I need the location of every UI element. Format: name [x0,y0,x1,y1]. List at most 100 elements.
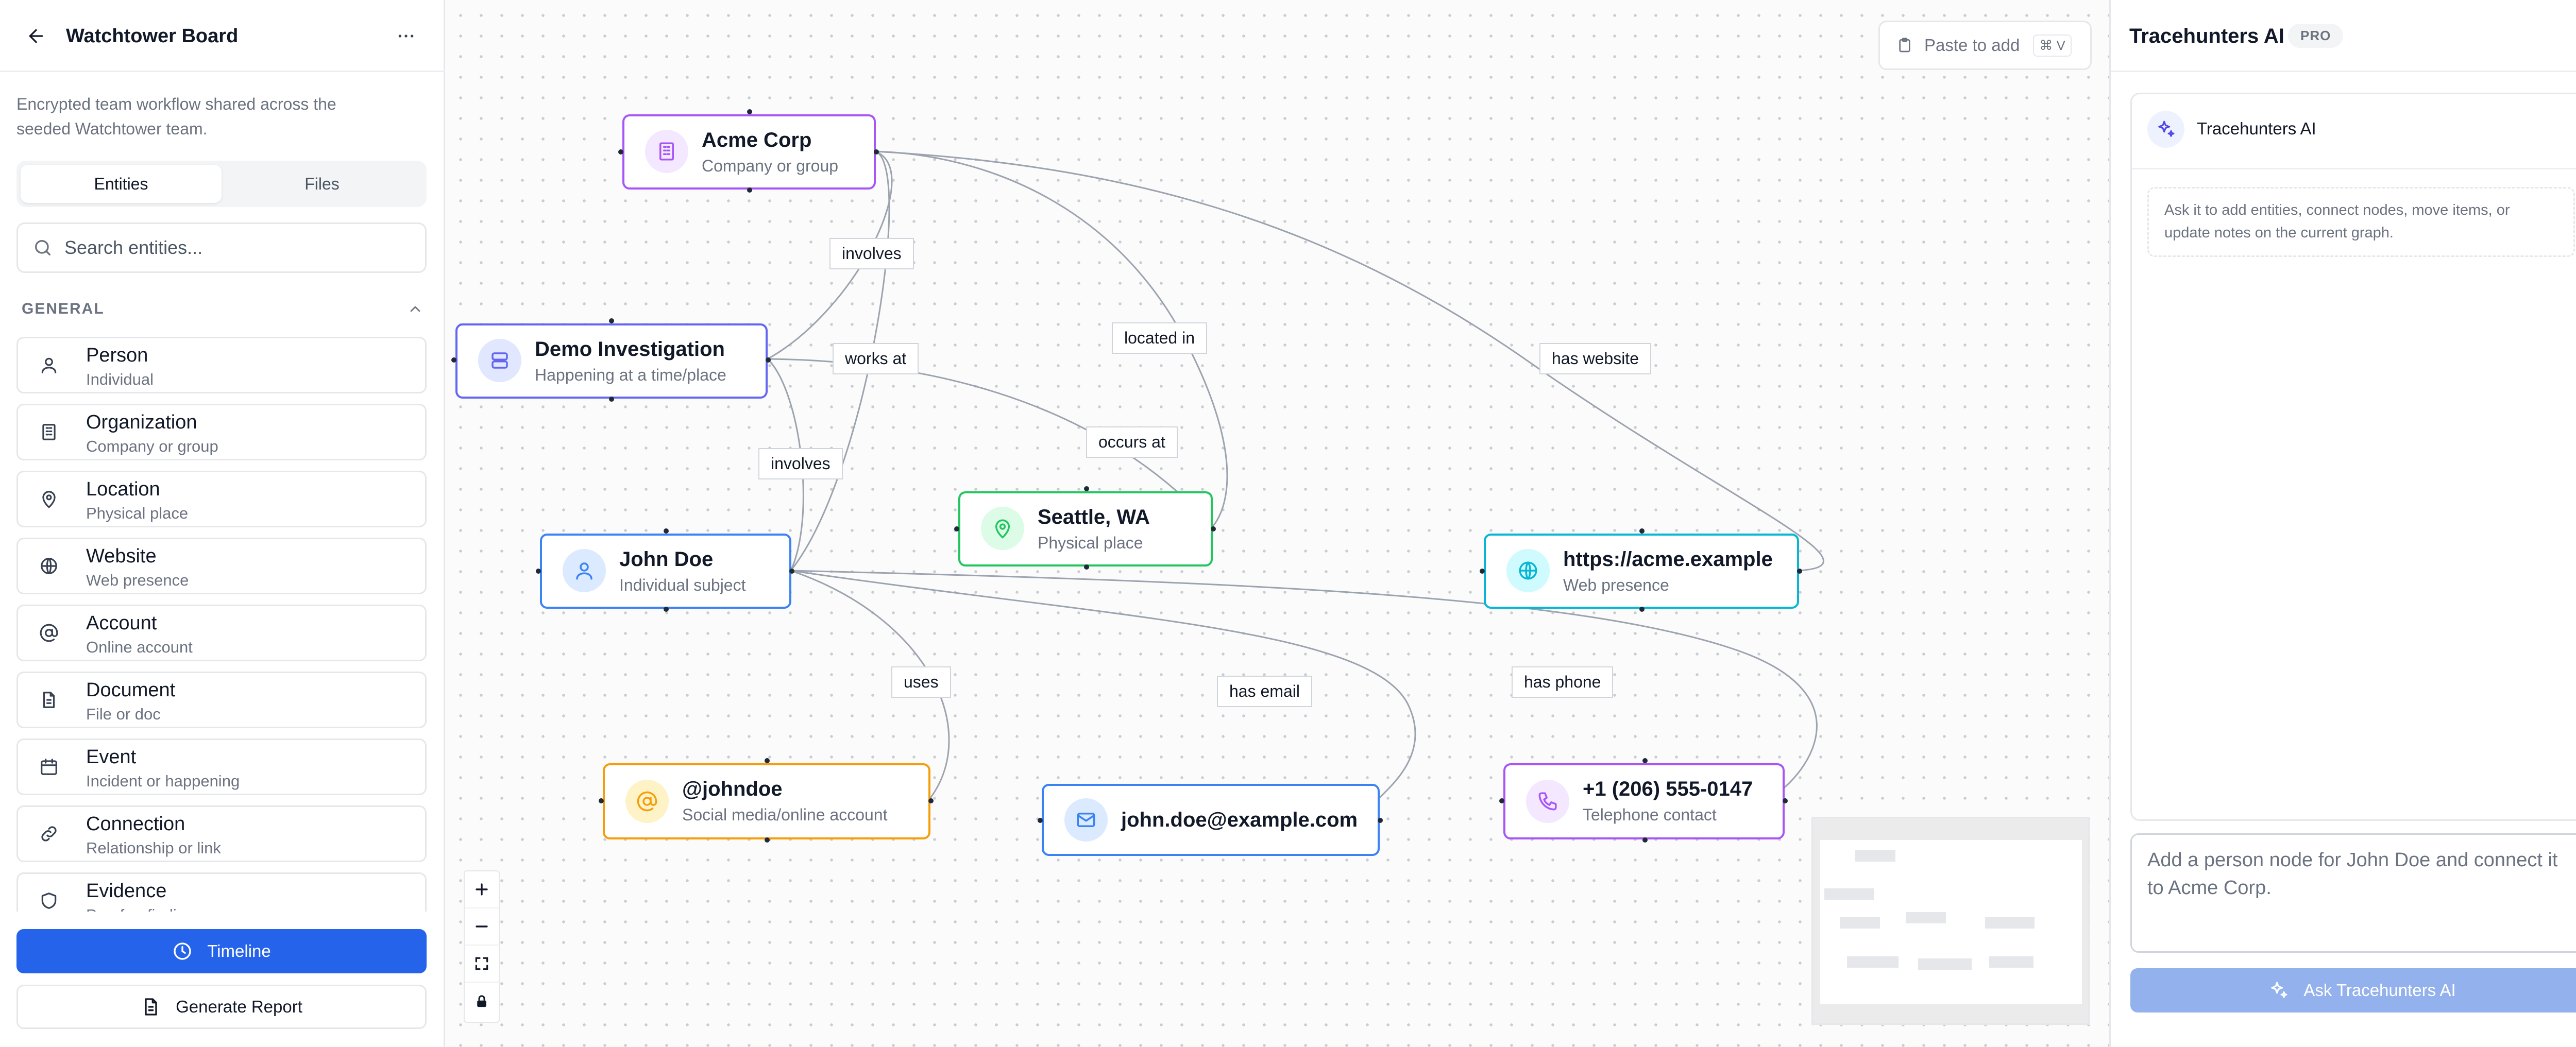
node-handle[interactable] [609,397,614,402]
node-handle[interactable] [928,798,934,803]
fit-view-button[interactable] [465,946,499,983]
minimap-node [1847,956,1899,968]
edge-label-involves[interactable]: involves [758,448,843,479]
ask-ai-label: Ask Tracehunters AI [2303,981,2456,1000]
entity-name: Location [86,478,160,500]
ai-assistant-name: Tracehunters AI [2197,119,2316,138]
node-handle[interactable] [874,149,879,155]
edge-label-has-website[interactable]: has website [1539,343,1651,374]
node-acme-corp[interactable]: Acme Corp Company or group [622,114,876,190]
edge-label-involves[interactable]: involves [829,238,914,269]
node-handle[interactable] [664,528,669,534]
node-handle[interactable] [954,526,959,531]
entity-item-person[interactable]: Person Individual [16,337,427,393]
more-horizontal-icon [398,35,414,38]
minimap[interactable] [1811,817,2090,1025]
node-handle[interactable] [765,837,770,843]
node-handle[interactable] [1378,818,1383,823]
entity-item-account[interactable]: Account Online account [16,605,427,661]
ask-ai-button[interactable]: Ask Tracehunters AI [2130,968,2576,1012]
entity-item-website[interactable]: Website Web presence [16,538,427,594]
search-input[interactable] [64,237,404,259]
entity-name: Connection [86,813,185,835]
server-icon [492,352,508,369]
zoom-controls [464,870,500,1023]
entity-item-organization[interactable]: Organization Company or group [16,404,427,460]
node-handle[interactable] [766,357,771,363]
node-handle[interactable] [1639,607,1645,612]
section-general-header[interactable]: GENERAL [22,299,423,319]
zoom-out-button[interactable] [465,908,499,946]
node-title: +1 (206) 555-0147 [1583,778,1753,800]
edge-label-located-in[interactable]: located in [1112,322,1207,354]
node-demo-investigation[interactable]: Demo Investigation Happening at a time/p… [455,323,768,399]
board-title: Watchtower Board [66,25,239,47]
timeline-button[interactable]: Timeline [16,929,427,973]
node-handle[interactable] [1797,569,1802,574]
node-seattle-wa[interactable]: Seattle, WA Physical place [958,491,1213,567]
node-handle[interactable] [1084,564,1089,570]
minimap-node [1985,917,2035,929]
node-handle[interactable] [1639,528,1645,534]
zoom-in-button[interactable] [465,871,499,908]
node-handle[interactable] [1642,758,1648,763]
node-handle[interactable] [618,149,623,155]
edge-label-occurs-at[interactable]: occurs at [1086,426,1178,458]
node-handle[interactable] [536,569,541,574]
ai-prompt-input[interactable] [2130,833,2576,953]
edge-label-has-email[interactable]: has email [1217,676,1312,707]
paste-to-add-button[interactable]: Paste to add ⌘ V [1878,21,2092,70]
edge-label-works-at[interactable]: works at [833,343,919,374]
node-handle[interactable] [1783,798,1788,803]
node-title: Seattle, WA [1038,506,1150,528]
node-handle[interactable] [1642,837,1648,843]
building-icon [659,142,674,161]
node-email[interactable]: john.doe@example.com [1042,784,1380,856]
node-handle[interactable] [1499,798,1504,803]
entity-item-location[interactable]: Location Physical place [16,471,427,527]
node-john-doe[interactable]: John Doe Individual subject [540,534,791,609]
edge-label-uses[interactable]: uses [891,666,951,698]
node-handle[interactable] [1038,818,1043,823]
node-handle[interactable] [789,569,794,574]
node-handle[interactable] [747,109,752,114]
file-icon [43,692,55,708]
entity-item-document[interactable]: Document File or doc [16,672,427,728]
lock-button[interactable] [465,983,499,1020]
node-handle[interactable] [1084,486,1089,491]
edge-path [790,570,1818,800]
node-handle[interactable] [765,758,770,763]
back-button[interactable] [23,23,49,49]
more-options-button[interactable] [393,23,419,49]
entity-item-evidence[interactable]: Evidence Proof or finding [16,872,427,912]
entity-item-event[interactable]: Event Incident or happening [16,739,427,795]
minimap-node [1855,850,1895,862]
node-handle[interactable] [747,187,752,193]
plus-icon [476,883,488,896]
edge-label-has-phone[interactable]: has phone [1512,666,1614,698]
node-phone[interactable]: +1 (206) 555-0147 Telephone contact [1503,763,1785,839]
tab-entities[interactable]: Entities [21,165,222,203]
node-handle[interactable] [1480,569,1485,574]
node-handle[interactable] [664,607,669,612]
tab-files[interactable]: Files [304,174,340,193]
generate-report-button[interactable]: Generate Report [16,985,427,1029]
ai-panel: Tracehunters AI PRO Tracehunters AI Ask … [2109,0,2576,1047]
node-handle[interactable] [599,798,604,803]
graph-canvas[interactable]: involves works at involves located in oc… [445,0,2109,1047]
minimap-node [1989,956,2033,968]
node-website[interactable]: https://acme.example Web presence [1484,534,1799,609]
search-box [16,222,427,273]
minimap-node [1906,912,1946,923]
node-social-account[interactable]: @johndoe Social media/online account [603,763,930,839]
entity-item-connection[interactable]: Connection Relationship or link [16,805,427,862]
node-handle[interactable] [609,318,614,323]
node-subtitle: Web presence [1563,576,1669,594]
shield-icon [41,892,57,909]
entity-sub: Online account [86,638,193,656]
node-handle[interactable] [1211,526,1216,531]
minus-icon [476,925,488,928]
node-handle[interactable] [451,357,456,363]
ai-card-header: Tracehunters AI [2132,94,2576,169]
entity-sub: Company or group [86,437,218,455]
